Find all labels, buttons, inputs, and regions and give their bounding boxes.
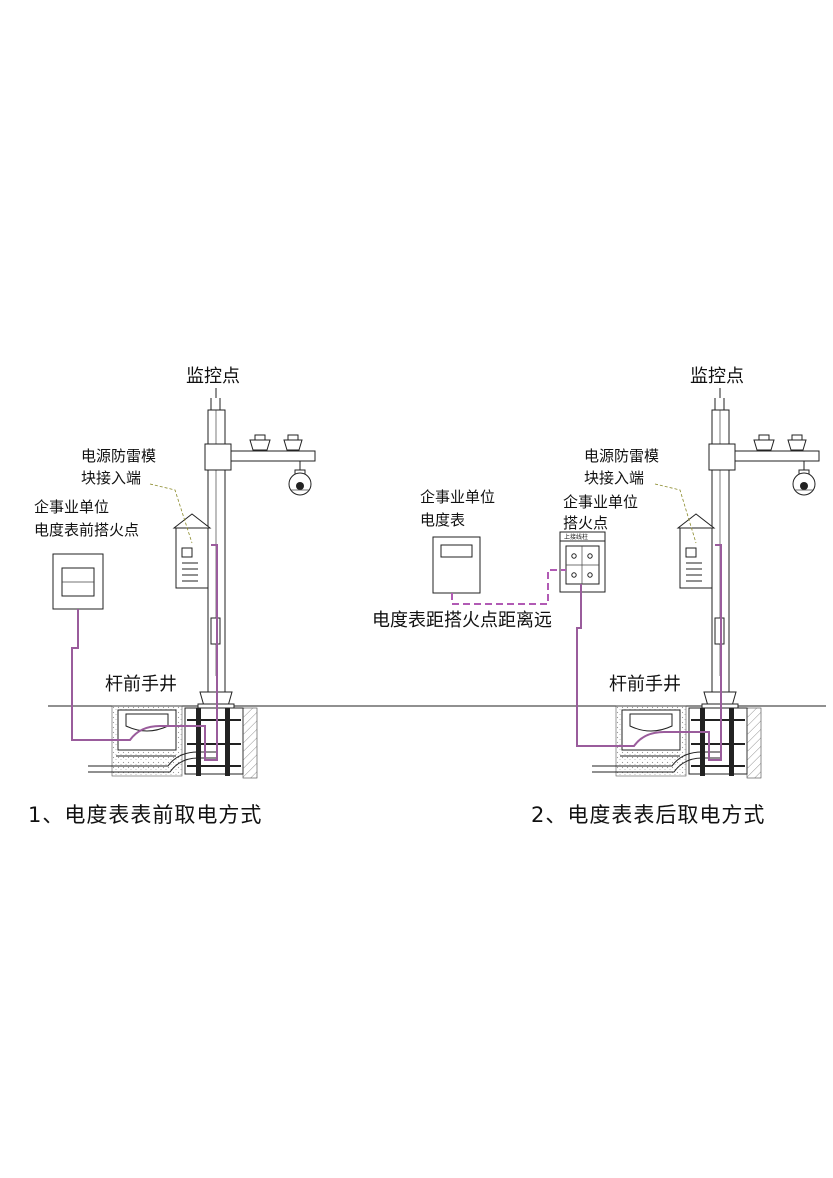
caption-b: 2、电度表表后取电方式 bbox=[531, 803, 765, 827]
surge-module-label-a-2: 块接入端 bbox=[81, 469, 141, 487]
meter-label-b-1: 企事业单位 bbox=[420, 488, 495, 506]
diagram-b: 上接线柱 监控点 电源防雷模 块接入端 企事业单位 电度表 企事业单位 搭火点 … bbox=[372, 366, 826, 827]
hand-well-label-a: 杆前手井 bbox=[105, 674, 177, 695]
surge-module-label-b-1: 电源防雷模 bbox=[584, 447, 659, 465]
tap-point-label-a-2: 电度表前搭火点 bbox=[34, 521, 139, 539]
surge-module-label-b-2: 块接入端 bbox=[584, 469, 644, 487]
tap-point-label-b-2: 搭火点 bbox=[563, 514, 608, 532]
distance-note: 电度表距搭火点距离远 bbox=[372, 610, 552, 631]
tap-point-label-b-1: 企事业单位 bbox=[563, 493, 638, 511]
monitor-point-label-a: 监控点 bbox=[186, 366, 240, 387]
surge-module-label-a-1: 电源防雷模 bbox=[81, 447, 156, 465]
diagram-a: 监控点 电源防雷模 块接入端 企事业单位 电度表前搭火点 杆前手井 1、电度表表… bbox=[28, 366, 428, 827]
panel-header-label: 上接线柱 bbox=[564, 533, 588, 541]
monitor-point-label-b: 监控点 bbox=[690, 366, 744, 387]
power-wire-b bbox=[576, 544, 722, 761]
hand-well-label-b: 杆前手井 bbox=[609, 674, 681, 695]
meter-to-tap-wire bbox=[451, 569, 566, 605]
caption-a: 1、电度表表前取电方式 bbox=[28, 803, 262, 827]
power-wire-a bbox=[71, 544, 218, 761]
meter-label-b-2: 电度表 bbox=[420, 511, 465, 529]
tap-point-label-a-1: 企事业单位 bbox=[34, 498, 109, 516]
